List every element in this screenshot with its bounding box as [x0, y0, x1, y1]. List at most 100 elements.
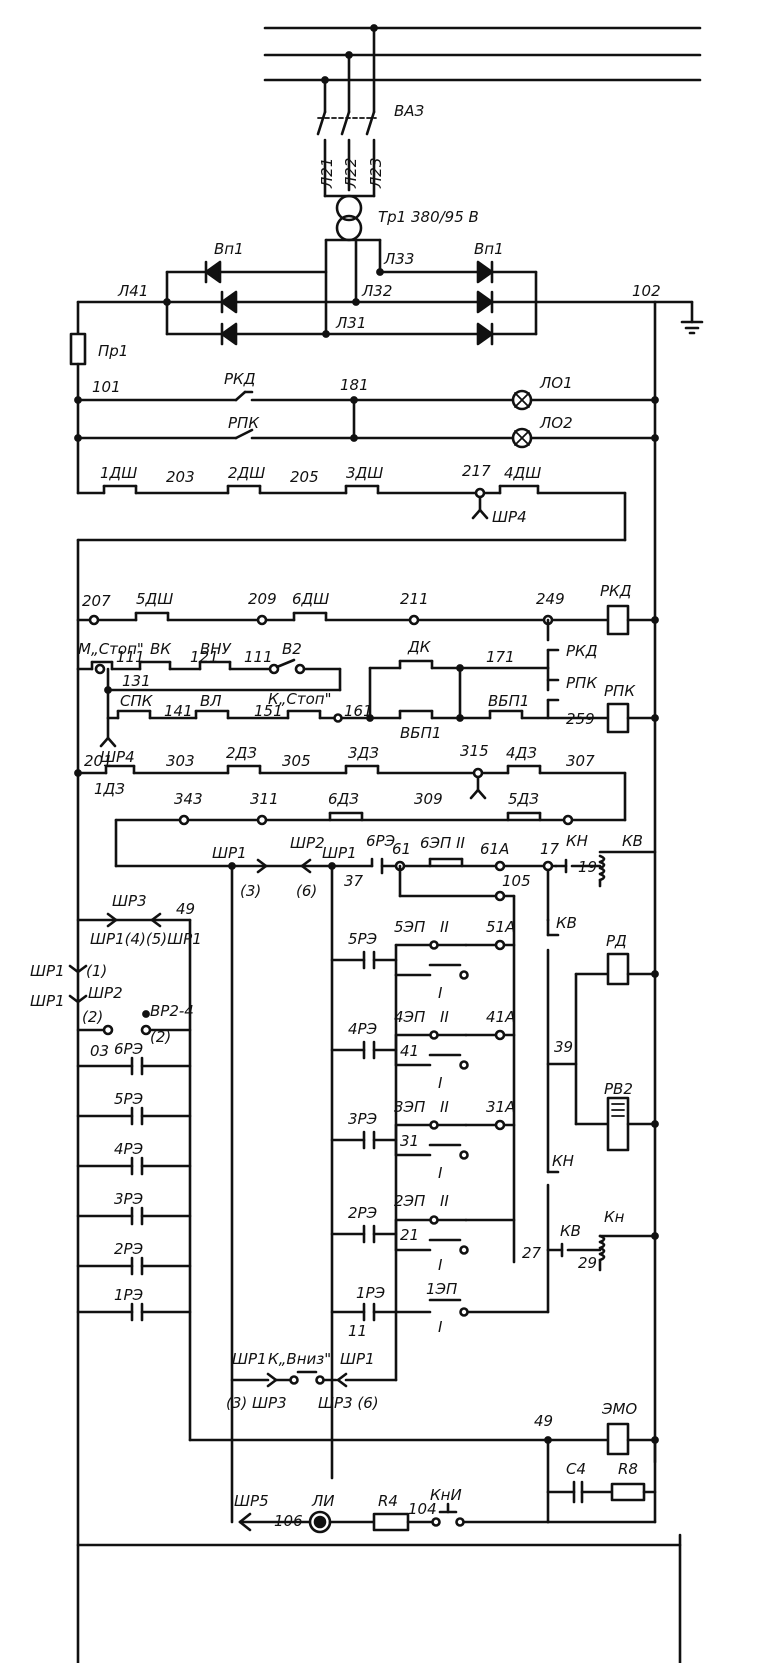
- label-rkd-c2: РКД: [566, 642, 598, 660]
- supply-bus: [263, 24, 702, 114]
- label-shr1d: ШР1: [30, 992, 65, 1010]
- label-l41: Л41: [117, 282, 148, 300]
- label-r1p: 1РЭ: [356, 1284, 386, 1302]
- label-n51a: 51А: [486, 918, 515, 936]
- label-d5dz: 5ДЗ: [508, 790, 539, 808]
- label-n209: 209: [248, 590, 277, 608]
- label-l22: Л22: [342, 158, 360, 189]
- rung-dz: 201 1ДЗ 303 2ДЗ 305 3ДЗ 315 4ДЗ 307 343 …: [74, 618, 627, 1663]
- label-shr4a: ШР4: [492, 508, 527, 526]
- rung-dsh-top: 1ДШ 203 2ДШ 205 3ДШ 217 4ДШ ШР4: [76, 462, 627, 622]
- label-d4dz: 4ДЗ: [506, 744, 537, 762]
- label-rkd-coil: РКД: [600, 582, 632, 600]
- rung-selector: ШР1 ШР2 ШР1 6РЭ 37 61 6ЭП II 61А 17 КН 1…: [212, 832, 657, 1524]
- rung-rpk: ДК 171 РКД РПК РПК СПК 141 ВЛ 151 К„Стоп…: [106, 618, 659, 742]
- label-d1dz: 1ДЗ: [94, 780, 125, 798]
- left-contact-column: ШР3 49 ШР1(4)(5)ШР1 ШР1 (1) ШР2 ШР1 (2) …: [30, 892, 202, 1442]
- label-ep1: 1ЭП: [426, 1280, 457, 1298]
- label-ep3: 3ЭП: [394, 1098, 425, 1116]
- label-n207: 207: [82, 592, 111, 610]
- label-n101: 101: [92, 378, 121, 396]
- label-n5-2: II: [440, 918, 449, 936]
- label-n61a: 61А: [480, 840, 509, 858]
- label-kv-c2: КВ: [560, 1222, 581, 1240]
- label-shr1b: ШР1: [322, 844, 357, 862]
- label-l31: Л31: [335, 314, 366, 332]
- label-ep6: 6ЭП II: [420, 834, 465, 852]
- label-ep2: 2ЭП: [394, 1192, 425, 1210]
- label-c4: С4: [566, 1460, 586, 1478]
- rung-emo: 49 ЭМО С4 R8: [188, 1400, 659, 1524]
- label-d6dsh: 6ДШ: [292, 590, 329, 608]
- label-dk: ДК: [407, 638, 432, 656]
- rung-rkd: 207 5ДШ 209 6ДШ 211 249 РКД: [76, 582, 659, 636]
- label-n3-2: II: [440, 1098, 449, 1116]
- label-rpk-coil: РПК: [604, 682, 636, 700]
- label-lo1: ЛО1: [539, 374, 573, 392]
- label-vaz: ВАЗ: [394, 102, 425, 120]
- label-kv-coil: КВ: [622, 832, 643, 850]
- label-n31a: 31А: [486, 1098, 515, 1116]
- label-rv2: РВ2: [604, 1080, 633, 1098]
- label-ep5: 5ЭП: [394, 918, 425, 936]
- label-tr1: Тр1 380/95 В: [378, 208, 479, 226]
- label-n105: 105: [502, 872, 531, 890]
- label-rkd-c: РКД: [224, 370, 256, 388]
- label-n161: 161: [344, 702, 373, 720]
- label-n4-2: II: [440, 1008, 449, 1026]
- label-rd: РД: [606, 932, 627, 950]
- label-n61: 61: [392, 840, 411, 858]
- label-kstop: К„Стоп": [268, 690, 332, 708]
- label-d3dsh: 3ДШ: [346, 464, 383, 482]
- label-n151: 151: [254, 702, 283, 720]
- label-p2b: (2): [150, 1028, 171, 1046]
- shr4-connector-b: ШР4: [99, 716, 135, 766]
- label-r2p-b: 2РЭ: [114, 1240, 144, 1258]
- label-kvniz: К„Вниз": [268, 1350, 331, 1368]
- label-l33: Л33: [383, 250, 414, 268]
- label-n3-1: I: [438, 1164, 443, 1182]
- label-l23: Л23: [367, 158, 385, 189]
- label-n171: 171: [486, 648, 515, 666]
- label-shr3b: ШР3 (6): [318, 1394, 379, 1412]
- label-n181: 181: [340, 376, 369, 394]
- rung-down-button: ШР1 К„Вниз" ШР1 (3) ШР3 ШР3 (6): [226, 1310, 398, 1412]
- label-n309: 309: [414, 790, 443, 808]
- floor-ladder: 5РЭ 5ЭП II 51А I 4РЭ 4ЭП II 41 41А I 3РЭ…: [330, 918, 550, 1340]
- label-vl: ВЛ: [200, 692, 222, 710]
- label-p3a: (3): [240, 882, 261, 900]
- label-n39: 39: [554, 1038, 573, 1056]
- label-r6p-b: 6РЭ: [114, 1040, 144, 1058]
- label-shr145: ШР1(4)(5)ШР1: [90, 930, 202, 948]
- label-n303: 303: [166, 752, 195, 770]
- ground-symbol: [653, 300, 704, 335]
- label-l21: Л21: [318, 158, 336, 189]
- breaker-vaz: ВАЗ Л21 Л22 Л23: [316, 102, 425, 198]
- label-l32: Л32: [361, 282, 392, 300]
- rung-indicator: ШР5 106 ЛИ R4 104 КнИ: [76, 1486, 682, 1663]
- label-shr1c: ШР1: [30, 962, 65, 980]
- label-d6dz: 6ДЗ: [328, 790, 359, 808]
- label-n249: 249: [536, 590, 565, 608]
- label-r4: R4: [378, 1492, 398, 1510]
- label-n111a: 111: [116, 648, 145, 666]
- label-r5p-b: 5РЭ: [114, 1090, 144, 1108]
- label-d5dsh: 5ДШ: [136, 590, 173, 608]
- rung-lamps: 101 РКД 181 ЛО1 РПК ЛО2: [74, 370, 659, 449]
- label-n11: 11: [348, 1322, 367, 1340]
- label-kni: КнИ: [430, 1486, 462, 1504]
- label-d2dsh: 2ДШ: [228, 464, 265, 482]
- main-rails: Пр1: [69, 300, 657, 1464]
- label-n211: 211: [400, 590, 429, 608]
- label-n104: 104: [408, 1500, 437, 1518]
- label-r2p: 2РЭ: [348, 1204, 378, 1222]
- label-vp1-left: Вп1: [214, 240, 244, 258]
- label-rpk-c2: РПК: [566, 674, 598, 692]
- label-pr1: Пр1: [98, 342, 128, 360]
- label-d4dsh: 4ДШ: [504, 464, 541, 482]
- label-n121: 121: [190, 648, 219, 666]
- label-r3p-b: 3РЭ: [114, 1190, 144, 1208]
- label-n205: 205: [290, 468, 319, 486]
- label-n4-1: I: [438, 1074, 443, 1092]
- label-n41: 41: [400, 1042, 419, 1060]
